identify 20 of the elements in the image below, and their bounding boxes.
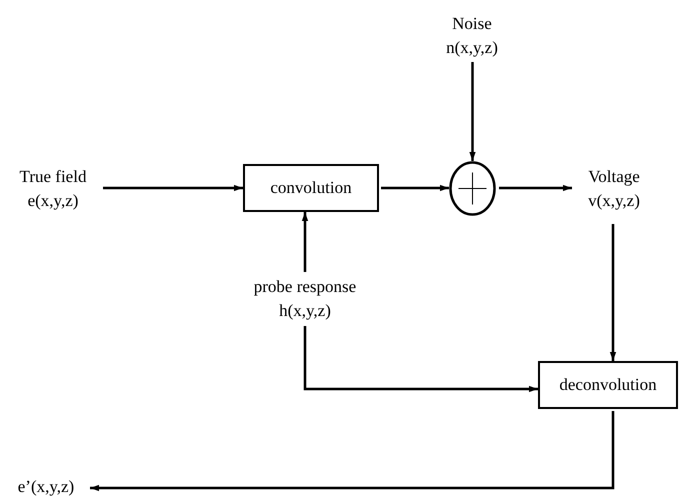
arrow xyxy=(302,212,308,272)
arrow xyxy=(381,184,449,192)
node-label: Noise xyxy=(452,13,492,35)
function-label: e(x,y,z) xyxy=(28,190,78,212)
node-label: Voltage xyxy=(588,166,640,188)
function-label: v(x,y,z) xyxy=(588,190,640,212)
arrow xyxy=(103,184,243,192)
process-box: convolution xyxy=(243,164,379,212)
node-label: probe response xyxy=(254,276,356,298)
node-label: e’(x,y,z) xyxy=(18,476,74,498)
function-label: h(x,y,z) xyxy=(279,300,331,322)
arrow xyxy=(469,62,476,161)
arrow xyxy=(304,326,538,392)
arrow xyxy=(499,184,572,192)
arrow xyxy=(610,224,616,361)
process-box: deconvolution xyxy=(538,361,678,409)
function-label: n(x,y,z) xyxy=(446,37,498,59)
arrow xyxy=(90,411,614,492)
summing-junction xyxy=(449,161,496,216)
node-label: True field xyxy=(20,166,86,188)
